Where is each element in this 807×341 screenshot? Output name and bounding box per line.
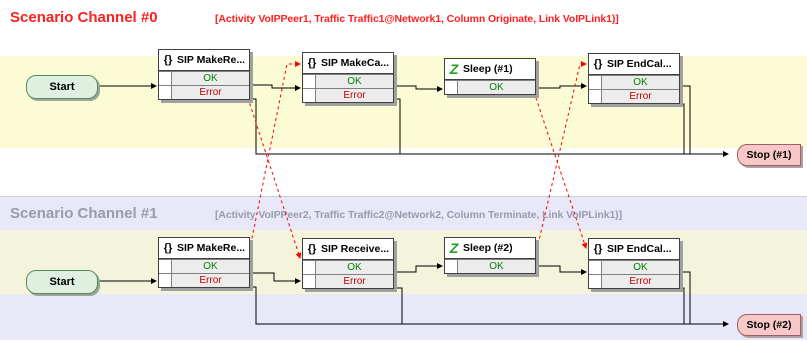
output-ok-label: OK [171, 260, 249, 273]
output-error-label: Error [315, 89, 393, 102]
channel-divider [0, 196, 807, 197]
stop-label: Stop (#1) [746, 149, 792, 161]
sync-link-makere1-to-makeca0 [245, 61, 301, 269]
node-title: SIP MakeCa... [321, 57, 390, 69]
sip-braces-icon: {} [307, 57, 317, 69]
output-ok[interactable]: OK [159, 259, 249, 273]
stop-node-channel-0[interactable]: Stop (#1) [737, 144, 801, 166]
output-ok-label: OK [457, 81, 535, 94]
output-ok[interactable]: OK [445, 80, 535, 94]
channel-0-description: [Activity VoIPPeer1, Traffic Traffic1@Ne… [215, 13, 619, 25]
start-node-channel-0[interactable]: Start [26, 75, 98, 99]
node-title: SIP EndCal... [607, 58, 672, 70]
wire-receive-error-to-stop [390, 287, 403, 324]
channel-1-description: [Activity VoIPPeer2, Traffic Traffic2@Ne… [215, 209, 622, 221]
node-title: SIP MakeRe... [177, 54, 246, 66]
node-header: {} SIP MakeRe... [159, 50, 249, 71]
start-label: Start [49, 81, 75, 93]
output-error-label: Error [601, 90, 679, 103]
output-ok[interactable]: OK [589, 75, 679, 89]
wire-sleep-ok-to-endcal [534, 83, 587, 89]
output-error[interactable]: Error [303, 88, 393, 102]
sip-braces-icon: {} [593, 243, 603, 255]
start-label: Start [49, 276, 75, 288]
node-title: Sleep (#2) [463, 242, 513, 254]
node-header: {} SIP MakeCa... [303, 53, 393, 74]
output-error[interactable]: Error [159, 273, 249, 287]
channel-1-wires [96, 263, 729, 327]
wire-endcal-ok-to-stop-1 [676, 271, 691, 324]
output-ok-label: OK [315, 75, 393, 88]
wire-endcal-ok-to-stop [676, 85, 691, 154]
output-ok-label: OK [315, 261, 393, 274]
node-header: {} SIP EndCal... [589, 54, 679, 75]
output-error[interactable]: Error [589, 89, 679, 103]
output-ok[interactable]: OK [589, 260, 679, 274]
output-ok[interactable]: OK [303, 260, 393, 274]
wire-makeca-error-to-stop [390, 98, 401, 154]
node-sip-endcal-channel-1[interactable]: {} SIP EndCal... OK Error [588, 238, 680, 289]
stop-node-channel-1[interactable]: Stop (#2) [737, 314, 801, 336]
start-node-channel-1[interactable]: Start [26, 270, 98, 294]
output-error-label: Error [315, 275, 393, 288]
node-sip-endcal-channel-0[interactable]: {} SIP EndCal... OK Error [588, 53, 680, 104]
sleep-z-icon: Z [449, 240, 459, 256]
sip-braces-icon: {} [307, 243, 317, 255]
wire-endcal-error-to-stop [676, 103, 685, 154]
output-ok-label: OK [601, 261, 679, 274]
node-header: {} SIP Receive... [303, 239, 393, 260]
output-error[interactable]: Error [159, 85, 249, 99]
output-ok-label: OK [171, 72, 249, 85]
output-error-label: Error [171, 274, 249, 287]
node-title: SIP Receive... [321, 243, 390, 255]
wire-sleep-ok-to-endcal-1 [534, 265, 587, 275]
sync-link-makere0-to-receive1 [245, 91, 302, 259]
output-ok[interactable]: OK [303, 74, 393, 88]
node-sleep-channel-1[interactable]: Z Sleep (#2) OK [444, 237, 536, 274]
node-sip-makere-channel-0[interactable]: {} SIP MakeRe... OK Error [158, 49, 250, 100]
wire-makere-ok-to-receive [246, 272, 301, 284]
node-header: Z Sleep (#1) [445, 59, 535, 80]
output-ok-label: OK [457, 260, 535, 273]
node-sip-receive-channel-1[interactable]: {} SIP Receive... OK Error [302, 238, 394, 289]
wire-makere-error-to-stop-1 [246, 286, 729, 327]
node-sip-makeca-channel-0[interactable]: {} SIP MakeCa... OK Error [302, 52, 394, 103]
wire-makere-error-to-stop [246, 98, 729, 157]
sync-links [245, 61, 588, 269]
node-title: SIP EndCal... [607, 243, 672, 255]
node-header: {} SIP EndCal... [589, 239, 679, 260]
output-ok[interactable]: OK [159, 71, 249, 85]
wire-endcal-error-to-stop-1 [676, 287, 685, 324]
channel-0-title: Scenario Channel #0 [10, 9, 158, 26]
sip-braces-icon: {} [163, 242, 173, 254]
sync-link-sleep0-to-endcal1 [533, 91, 588, 249]
node-title: SIP MakeRe... [177, 242, 246, 254]
sync-link-sleep1-to-endcal0 [533, 61, 587, 263]
output-error[interactable]: Error [589, 274, 679, 288]
output-ok[interactable]: OK [445, 259, 535, 273]
wire-receive-ok-to-sleep [390, 263, 443, 273]
node-header: Z Sleep (#2) [445, 238, 535, 259]
wire-makere-ok-to-makeca [246, 84, 301, 91]
output-ok-label: OK [601, 76, 679, 89]
wire-makeca-ok-to-sleep [390, 85, 443, 92]
output-error-label: Error [601, 275, 679, 288]
node-sleep-channel-0[interactable]: Z Sleep (#1) OK [444, 58, 536, 95]
sip-braces-icon: {} [593, 58, 603, 70]
sip-braces-icon: {} [163, 54, 173, 66]
node-header: {} SIP MakeRe... [159, 238, 249, 259]
stop-label: Stop (#2) [746, 319, 792, 331]
sleep-z-icon: Z [449, 61, 459, 77]
node-sip-makere-channel-1[interactable]: {} SIP MakeRe... OK Error [158, 237, 250, 288]
output-error[interactable]: Error [303, 274, 393, 288]
output-error-label: Error [171, 86, 249, 99]
node-title: Sleep (#1) [463, 63, 513, 75]
channel-1-title: Scenario Channel #1 [10, 205, 158, 222]
